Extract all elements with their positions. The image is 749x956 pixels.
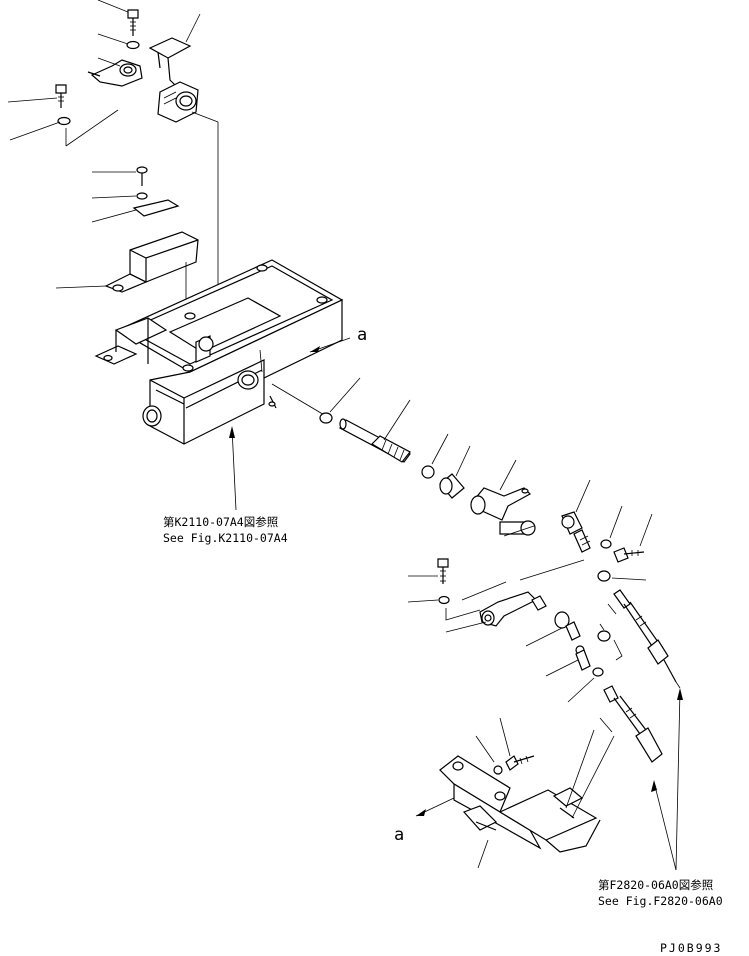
lever-plate xyxy=(150,38,190,86)
nut-right xyxy=(598,571,610,581)
washer-small xyxy=(137,193,147,199)
marker-bottom-label: a xyxy=(394,825,404,845)
cap-plug xyxy=(320,413,332,423)
nut-lower xyxy=(598,631,610,641)
shaft-assembly xyxy=(272,378,535,536)
angle-bracket xyxy=(106,232,198,292)
cover-plate xyxy=(134,200,178,216)
callout-left-en: See Fig.K2110-07A4 xyxy=(163,531,288,545)
control-cable xyxy=(614,590,676,682)
rod-end-upper xyxy=(562,512,590,552)
rod-end-cluster xyxy=(520,480,652,581)
bolt-right xyxy=(614,548,644,562)
washer-right xyxy=(601,540,611,548)
rod-end-lower xyxy=(555,612,590,670)
drawing-code: PJ0B993 xyxy=(660,941,722,955)
marker-bottom: a xyxy=(394,798,454,845)
coupling-lever xyxy=(471,488,530,520)
bolt-left xyxy=(56,85,66,108)
pivot-bracket xyxy=(88,60,142,86)
bushing-small xyxy=(422,466,434,478)
washer-bracket xyxy=(494,766,502,774)
clamp-upper xyxy=(158,82,198,122)
callout-left-jp: 第K2110-07A4図参照 xyxy=(163,515,278,529)
callout-right-jp: 第F2820-06A0図参照 xyxy=(598,878,713,892)
spacer xyxy=(500,521,535,535)
bolt-top xyxy=(128,10,138,36)
washer-lower-2 xyxy=(593,668,603,676)
lower-lever-group xyxy=(408,559,622,702)
callout-left: 第K2110-07A4図参照 See Fig.K2110-07A4 xyxy=(163,426,288,545)
top-lever-assembly xyxy=(56,10,198,146)
shaft xyxy=(340,419,410,462)
callout-right: 第F2820-06A0図参照 See Fig.F2820-06A0 xyxy=(598,682,723,908)
control-cable-lower xyxy=(604,686,662,762)
bolt-bracket xyxy=(506,756,534,770)
marker-top: a xyxy=(310,325,367,352)
pedal-bracket xyxy=(440,718,614,868)
washer-lower xyxy=(439,597,449,604)
bracket-group xyxy=(56,167,198,320)
washer-left xyxy=(58,118,70,125)
marker-top-label: a xyxy=(357,325,367,345)
main-housing xyxy=(96,260,342,444)
screw-small xyxy=(137,167,147,186)
bolt-lower xyxy=(438,559,448,584)
callout-right-en: See Fig.F2820-06A0 xyxy=(598,894,723,908)
bushing-large xyxy=(440,474,464,498)
lever-clamp-lower xyxy=(480,592,546,626)
washer-top xyxy=(127,42,139,49)
